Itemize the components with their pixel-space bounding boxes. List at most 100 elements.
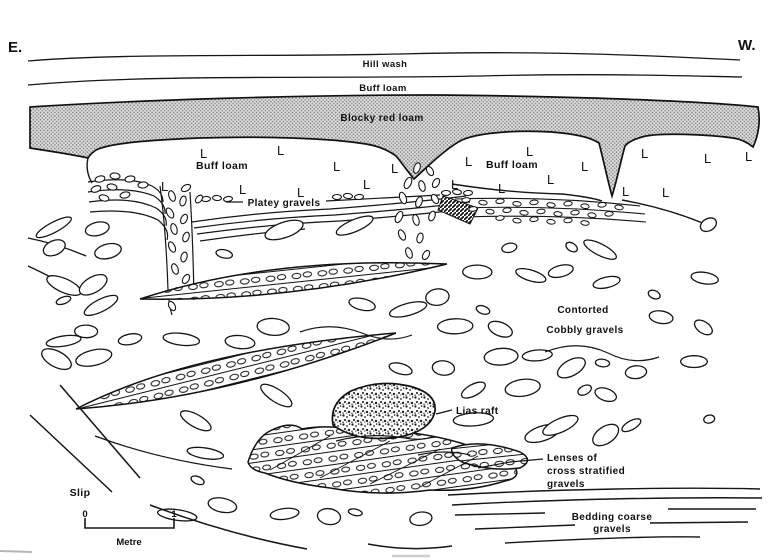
strat-row-stone — [519, 209, 529, 216]
cobble — [78, 273, 108, 296]
loam-symbol: L — [200, 146, 207, 161]
loam-symbol: L — [451, 177, 458, 192]
strat-row-stone — [587, 212, 597, 219]
lenses-label-line1: Lenses of — [547, 453, 598, 464]
cobble — [487, 320, 513, 338]
cobble — [264, 219, 304, 241]
cobble — [577, 384, 592, 396]
small-stone — [170, 223, 178, 235]
small-stone — [451, 188, 463, 196]
cobble — [475, 304, 491, 315]
cobble — [42, 239, 66, 257]
loam-symbol: L — [581, 159, 588, 174]
loam-symbol: L — [704, 151, 711, 166]
cobble — [452, 412, 495, 427]
strat-row-stone — [529, 216, 539, 223]
cobble — [556, 357, 586, 379]
buff-loam-right-label: Buff loam — [486, 159, 538, 171]
scale-unit-label: Metre — [116, 537, 141, 548]
strat-row-stone — [563, 200, 573, 207]
small-stone — [194, 194, 204, 204]
cobble — [594, 387, 618, 403]
dark-hatch-wedge — [437, 195, 479, 225]
left-lens-left-edge — [86, 157, 93, 184]
cobble — [504, 378, 541, 398]
cobble — [594, 358, 611, 368]
small-stone — [418, 180, 426, 192]
cobble — [269, 507, 300, 521]
strat-row-stone — [553, 211, 563, 217]
cobble — [94, 242, 122, 260]
loam-symbol: L — [333, 159, 340, 174]
cobble — [186, 446, 225, 460]
small-stone — [180, 213, 188, 225]
small-stone — [119, 191, 131, 199]
cobble — [693, 319, 713, 336]
strat-row-stone — [614, 204, 624, 211]
small-stone — [94, 175, 106, 183]
cobble — [648, 310, 674, 325]
cobble — [515, 267, 547, 284]
small-stone — [180, 251, 188, 263]
loam-symbol: L — [622, 184, 629, 199]
loam-symbol: L — [239, 182, 246, 197]
loam-symbol: L — [363, 177, 370, 192]
small-stone — [165, 207, 175, 219]
cobble — [347, 508, 363, 517]
cobble — [592, 275, 621, 290]
strat-row-stone — [512, 200, 522, 207]
blocky-red-loam-band — [29, 94, 760, 200]
cobble — [335, 215, 374, 236]
cobble — [46, 275, 82, 296]
contorted-label-line1: Contorted — [557, 305, 608, 316]
cobble — [462, 264, 493, 280]
lias-raft-label: Lias raft — [456, 406, 499, 417]
under-pocket-curve — [621, 199, 708, 226]
strat-row-stone — [597, 201, 607, 208]
cobble — [215, 248, 234, 259]
loam-symbol: L — [297, 185, 304, 200]
buff-loam-top-label: Buff loam — [359, 83, 406, 94]
strat-row-stone — [468, 206, 478, 212]
strat-row-stone — [478, 199, 488, 206]
cobble — [83, 294, 119, 317]
small-stone — [415, 196, 423, 208]
small-stone — [137, 181, 149, 189]
strat-row-stone — [485, 208, 495, 215]
small-stone — [106, 183, 118, 191]
scale-bar — [84, 518, 175, 529]
cobble — [425, 288, 450, 307]
cobble — [45, 334, 82, 348]
loam-symbol: L — [526, 144, 533, 159]
bedding-label-line1: Bedding coarse — [572, 512, 653, 523]
cobble — [647, 289, 661, 300]
strat-row-stone — [461, 197, 471, 203]
strat-lens-upper — [139, 262, 448, 300]
cobble — [388, 301, 428, 318]
loam-symbol: L — [745, 149, 752, 164]
small-stone — [98, 194, 110, 202]
lens-inner-lines — [269, 435, 479, 488]
strat-row-stone — [580, 220, 590, 226]
cobble — [162, 332, 201, 347]
cobble — [431, 360, 456, 376]
loam-symbol: L — [662, 185, 669, 200]
buff-loam-top-line — [27, 74, 743, 86]
strat-row-stone — [580, 203, 590, 210]
small-stone — [397, 229, 407, 241]
strat-row-stone — [495, 198, 505, 205]
small-stone — [181, 273, 191, 285]
strat-row-stone — [563, 217, 573, 224]
small-stone — [211, 194, 223, 202]
compass-east-label: E. — [8, 39, 22, 56]
small-stone — [331, 193, 343, 201]
strat-row-stone — [546, 218, 556, 225]
scale-end-label: 1 — [171, 509, 177, 520]
small-stone — [168, 190, 176, 202]
blocky-red-loam-label: Blocky red loam — [340, 113, 423, 124]
scale-start-label: 0 — [82, 509, 87, 520]
cobble — [565, 241, 578, 253]
small-stone — [171, 263, 179, 275]
stratified-lenses — [75, 262, 529, 494]
